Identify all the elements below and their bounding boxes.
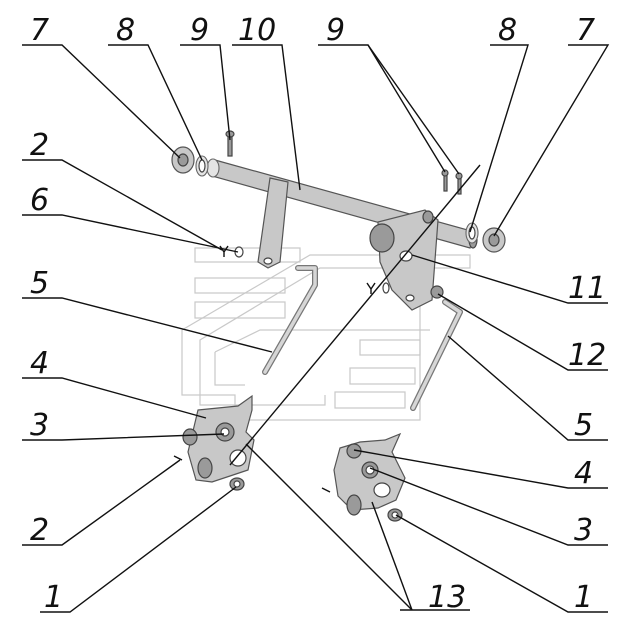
label-13: 13 — [428, 580, 466, 615]
label-8-right: 8 — [498, 13, 517, 48]
clip-right-small — [366, 282, 390, 294]
rod-5-left — [262, 265, 318, 375]
cotter-pins-9-right — [441, 169, 463, 195]
label-6: 6 — [30, 183, 49, 218]
lower-bracket-13-right — [321, 432, 406, 522]
label-9-right: 9 — [326, 13, 345, 48]
left-lever-arm — [257, 177, 289, 269]
lower-bracket-13-left — [173, 394, 255, 491]
leader-lines — [22, 44, 610, 613]
label-10: 10 — [238, 13, 276, 48]
label-7-right: 7 — [576, 13, 595, 48]
label-3-right: 3 — [574, 513, 593, 548]
label-4-left: 4 — [30, 346, 49, 381]
label-8-left: 8 — [116, 13, 135, 48]
label-5-right: 5 — [574, 408, 593, 443]
label-4-right: 4 — [574, 456, 593, 491]
rod-5-right — [410, 299, 463, 411]
washer-7-right — [482, 227, 506, 253]
label-2-lower: 2 — [30, 513, 49, 548]
label-1-left: 1 — [44, 580, 63, 615]
callout-labels: 7 8 9 10 9 8 7 2 6 5 4 3 2 1 11 12 5 4 3… — [30, 13, 606, 615]
label-5-left: 5 — [30, 266, 49, 301]
label-9-left: 9 — [190, 13, 209, 48]
label-7-left: 7 — [30, 13, 49, 48]
label-12: 12 — [568, 338, 606, 373]
right-bracket-11 — [369, 209, 439, 311]
label-3-left: 3 — [30, 408, 49, 443]
washer-7-left — [171, 146, 195, 174]
label-2-upper: 2 — [30, 128, 49, 163]
label-11: 11 — [568, 271, 606, 306]
label-1-right: 1 — [574, 580, 593, 615]
